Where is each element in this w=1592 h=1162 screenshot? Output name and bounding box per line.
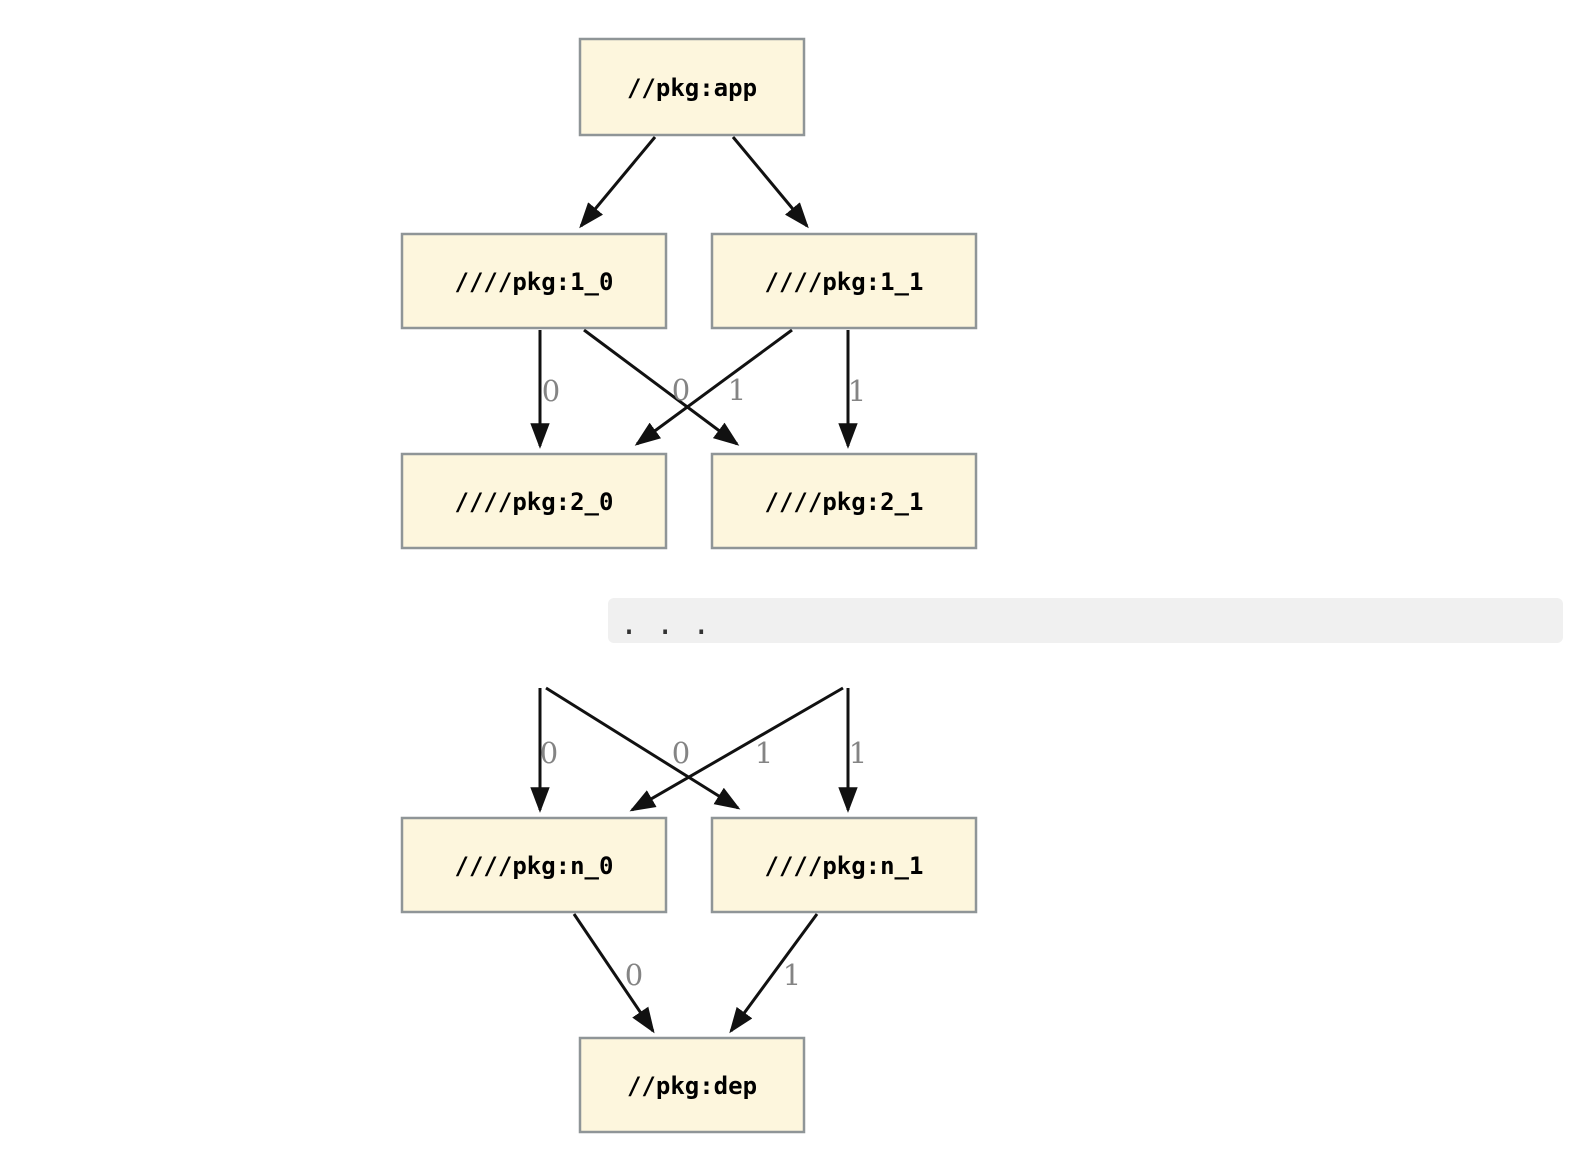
elision-code-block: [608, 598, 1563, 643]
elision-ellipsis: . . .: [620, 607, 710, 642]
node-box-1-1: [710, 232, 978, 330]
node-label-n-1: ////pkg:n_1: [765, 852, 924, 880]
graph-node-1-0: ////pkg:1_0: [400, 232, 668, 330]
node-label-n-0: ////pkg:n_0: [455, 852, 614, 880]
edge-label-1-0-to-2-1: 1: [728, 373, 746, 407]
edge-elided-to-n-0-cross: [629, 686, 844, 812]
edge-label-elided-to-n-1-cross: 1: [755, 736, 773, 770]
graph-node-1-1: ////pkg:1_1: [710, 232, 978, 330]
edge-label-n-1-to-dep: 1: [783, 958, 801, 992]
edge-app-to-1-1: [731, 136, 809, 229]
graph-node-n-1: ////pkg:n_1: [710, 816, 978, 914]
node-box-2-0: [400, 452, 668, 550]
graph-node-2-1: ////pkg:2_1: [710, 452, 978, 550]
edge-label-elided-to-n-0-cross: 0: [672, 736, 690, 770]
edge-n-1-to-dep: [729, 913, 819, 1034]
edge-label-1-1-to-2-0: 0: [672, 373, 690, 407]
node-label-1-1: ////pkg:1_1: [765, 268, 924, 296]
edge-label-elided-to-n-1-straight: 1: [849, 736, 867, 770]
node-box-app: [578, 37, 806, 137]
node-label-2-1: ////pkg:2_1: [765, 488, 924, 516]
node-box-2-1: [710, 452, 978, 550]
node-box-n-1: [710, 816, 978, 914]
node-label-1-0: ////pkg:1_0: [455, 268, 614, 296]
edge-1-1-to-2-0: [634, 328, 793, 446]
edge-1-0-to-2-1: [583, 328, 740, 446]
node-box-dep: [578, 1036, 806, 1134]
node-box-n-0: [400, 816, 668, 914]
edge-label-elided-to-n-0-straight: 0: [540, 736, 558, 770]
edge-label-n-0-to-dep: 0: [625, 958, 643, 992]
edge-label-1-0-to-2-0: 0: [542, 374, 560, 408]
node-box-1-0: [400, 232, 668, 330]
node-label-dep: //pkg:dep: [627, 1072, 757, 1100]
edge-label-1-1-to-2-1: 1: [848, 374, 866, 408]
node-label-2-0: ////pkg:2_0: [455, 488, 614, 516]
graph-node-n-0: ////pkg:n_0: [400, 816, 668, 914]
graph-node-app: //pkg:app: [578, 37, 806, 137]
edge-n-0-to-dep: [572, 913, 655, 1034]
node-label-app: //pkg:app: [627, 74, 757, 102]
edge-elided-to-n-1-cross: [545, 686, 741, 810]
graph-node-dep: //pkg:dep: [578, 1036, 806, 1134]
graph-node-2-0: ////pkg:2_0: [400, 452, 668, 550]
edge-app-to-1-0: [579, 136, 657, 229]
